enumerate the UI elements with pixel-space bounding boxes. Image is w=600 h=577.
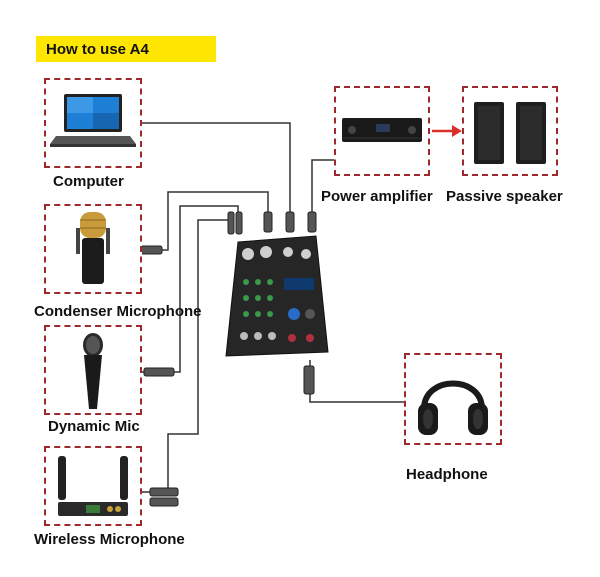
headphone-plug bbox=[303, 365, 315, 395]
passive-speaker-label: Passive speaker bbox=[446, 188, 563, 205]
computer-box bbox=[44, 78, 142, 168]
laptop-icon bbox=[50, 94, 136, 147]
mixer-icon bbox=[225, 235, 329, 357]
diagram-title-text: How to use A4 bbox=[46, 40, 149, 58]
power-amplifier-icon bbox=[342, 118, 422, 142]
wire-wireless bbox=[142, 219, 231, 493]
wire-headphone bbox=[309, 360, 405, 403]
dynamic-mic-box bbox=[44, 325, 142, 415]
mixer-plug-b bbox=[235, 211, 243, 235]
diagram-title: How to use A4 bbox=[36, 36, 216, 62]
passive-speaker-icon bbox=[474, 102, 546, 164]
headphone-box bbox=[404, 353, 502, 445]
wireless-plug-2 bbox=[149, 497, 179, 507]
wireless-plug bbox=[149, 487, 179, 497]
headphone-icon bbox=[418, 380, 488, 435]
wireless-mic-box bbox=[44, 446, 142, 526]
mixer-plug-a bbox=[227, 211, 235, 235]
dynamic-mic-label: Dynamic Mic bbox=[48, 418, 140, 435]
computer-plug bbox=[285, 211, 295, 233]
amp-plug bbox=[307, 211, 317, 233]
condenser-microphone-icon bbox=[76, 212, 110, 284]
power-amp-label: Power amplifier bbox=[321, 188, 433, 205]
condenser-mic-label: Condenser Microphone bbox=[34, 303, 202, 320]
power-amp-box bbox=[334, 86, 430, 176]
dynamic-plug bbox=[143, 367, 175, 377]
wire-power-amp bbox=[311, 159, 336, 225]
dynamic-microphone-icon bbox=[83, 333, 103, 409]
wireless-mic-label: Wireless Microphone bbox=[34, 531, 185, 548]
computer-label: Computer bbox=[53, 173, 124, 190]
condenser-plug bbox=[139, 245, 163, 255]
arrow-amp-to-speaker bbox=[432, 125, 462, 137]
wireless-microphone-icon bbox=[58, 456, 128, 516]
condenser-mixer-plug bbox=[263, 211, 273, 233]
passive-speaker-box bbox=[462, 86, 558, 176]
condenser-mic-box bbox=[44, 204, 142, 294]
mixer-device bbox=[224, 232, 330, 360]
wire-computer bbox=[142, 122, 291, 225]
headphone-label: Headphone bbox=[406, 466, 488, 483]
